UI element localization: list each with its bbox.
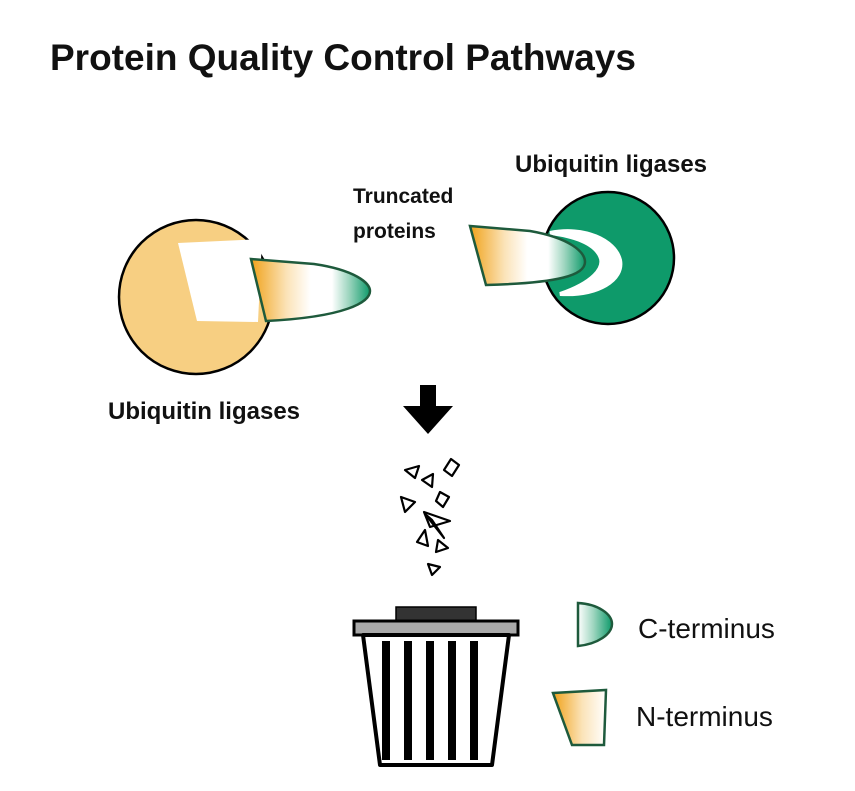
ubiquitin-ligase-right — [540, 190, 676, 326]
fragment — [415, 528, 430, 548]
trash-lid — [352, 619, 520, 637]
legend-c-terminus-swatch — [576, 601, 614, 648]
trash-rib — [470, 641, 478, 760]
label-truncated: Truncated — [353, 185, 453, 208]
fragment — [420, 472, 435, 489]
down-arrow-icon — [403, 385, 453, 434]
legend-c-terminus-label: C-terminus — [638, 613, 775, 644]
trash-rib — [448, 641, 456, 760]
truncated-protein-bound-left — [249, 257, 372, 323]
truncated-protein-right — [468, 224, 587, 287]
label-proteins: proteins — [353, 220, 436, 243]
trash-rib — [426, 641, 434, 760]
legend-n-terminus-swatch — [551, 688, 608, 747]
ligase-right-crescent — [549, 229, 623, 297]
trash-can-icon — [352, 606, 520, 767]
fragment — [423, 512, 446, 540]
peptide-fragments — [399, 457, 461, 577]
fragment — [434, 490, 451, 509]
page-title: Protein Quality Control Pathways — [50, 37, 636, 78]
legend-n-terminus-label: N-terminus — [636, 701, 773, 732]
ubiquitin-ligase-left — [117, 218, 275, 376]
trash-ribs — [382, 641, 478, 760]
fragment — [403, 464, 421, 480]
trash-handle — [395, 606, 477, 622]
fragment — [399, 495, 417, 514]
trash-rib — [382, 641, 390, 760]
trash-rib — [404, 641, 412, 760]
ligase-left-pocket — [178, 239, 262, 322]
legend: C-terminus N-terminus — [551, 601, 775, 747]
label-ubiquitin-ligases-left: Ubiquitin ligases — [108, 398, 300, 425]
fragment — [422, 510, 452, 529]
fragment — [434, 538, 450, 554]
fragment — [442, 457, 461, 478]
fragment — [426, 562, 442, 577]
label-ubiquitin-ligases-right: Ubiquitin ligases — [515, 151, 707, 178]
